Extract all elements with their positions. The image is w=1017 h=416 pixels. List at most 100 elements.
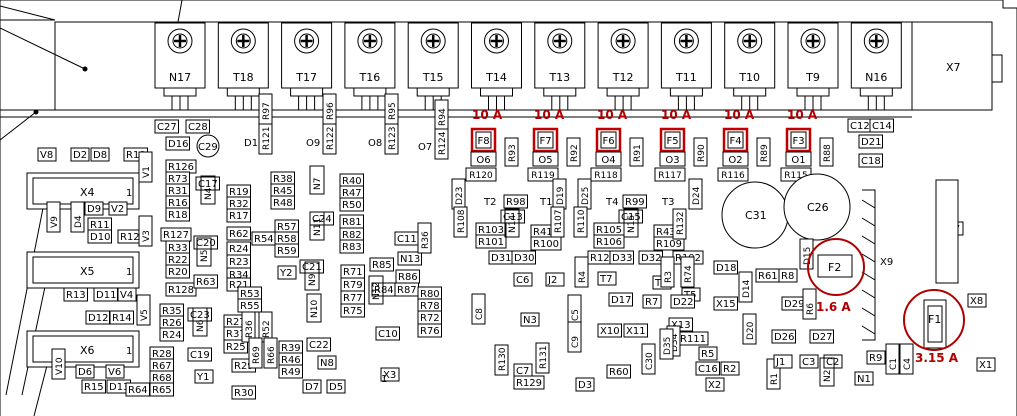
svg-text:R79: R79 bbox=[343, 280, 363, 291]
part-t1: T1 bbox=[539, 197, 552, 208]
part-n9: N9 bbox=[304, 261, 320, 291]
svg-text:X8: X8 bbox=[970, 296, 983, 307]
svg-text:R130: R130 bbox=[498, 347, 508, 371]
svg-text:R75: R75 bbox=[343, 306, 363, 317]
svg-text:C9: C9 bbox=[571, 336, 581, 348]
part-r130: R130 bbox=[494, 344, 509, 376]
part-v10: V10 bbox=[51, 348, 66, 380]
svg-text:V10: V10 bbox=[55, 357, 65, 375]
part-c30: C30 bbox=[641, 343, 656, 375]
part-j1: J1 bbox=[773, 354, 793, 369]
part-r103: R103 bbox=[475, 222, 507, 237]
svg-text:N5: N5 bbox=[200, 250, 210, 262]
heatsink-part-t12: T12 bbox=[597, 22, 649, 110]
svg-text:R108: R108 bbox=[457, 209, 467, 233]
svg-text:R98: R98 bbox=[506, 197, 526, 208]
part-v4: V4 bbox=[117, 287, 137, 302]
part-r66: R66 bbox=[263, 337, 278, 369]
part-r106: R106 bbox=[593, 234, 625, 249]
part-r126: R126 bbox=[165, 159, 197, 174]
svg-text:R132: R132 bbox=[676, 212, 686, 235]
svg-text:R62: R62 bbox=[229, 229, 249, 240]
svg-text:C11: C11 bbox=[397, 234, 417, 245]
heatsink-part-t15: T15 bbox=[407, 22, 459, 110]
part-d27: D27 bbox=[809, 329, 834, 344]
svg-text:R59: R59 bbox=[277, 246, 297, 257]
svg-text:R48: R48 bbox=[273, 198, 293, 209]
fuse-f1: F1 3.15 A bbox=[903, 289, 965, 365]
svg-text:R106: R106 bbox=[596, 237, 622, 248]
opto-label: O5 bbox=[538, 155, 552, 166]
svg-text:V8: V8 bbox=[40, 150, 53, 161]
part-c14: C14 bbox=[869, 118, 894, 133]
svg-text:R24: R24 bbox=[162, 330, 182, 341]
part-r28: R28 bbox=[149, 346, 174, 361]
part-c23: C23 bbox=[187, 307, 212, 322]
part-r33: R33 bbox=[165, 240, 190, 255]
part-r39: R39 bbox=[278, 340, 303, 355]
heatsink-part-label: T15 bbox=[422, 71, 444, 84]
svg-text:R24: R24 bbox=[229, 244, 249, 255]
svg-text:R58: R58 bbox=[277, 234, 297, 245]
part-d5: D5 bbox=[326, 379, 346, 394]
svg-text:D29: D29 bbox=[784, 299, 804, 310]
heatsink-part-label: T11 bbox=[675, 71, 697, 84]
svg-text:C28: C28 bbox=[188, 122, 208, 133]
svg-text:R2: R2 bbox=[723, 364, 736, 375]
part-r7: R7 bbox=[642, 294, 662, 309]
svg-text:D27: D27 bbox=[812, 332, 832, 343]
part-r77: R77 bbox=[340, 290, 365, 305]
part-d29: D29 bbox=[781, 296, 806, 311]
svg-text:R121: R121 bbox=[262, 127, 272, 150]
part-n11: N11 bbox=[309, 211, 325, 241]
part-r75: R75 bbox=[340, 303, 365, 318]
svg-text:C7: C7 bbox=[516, 366, 529, 377]
part-r46: R46 bbox=[278, 352, 303, 367]
part-r72: R72 bbox=[417, 310, 442, 325]
svg-text:C18: C18 bbox=[861, 156, 881, 167]
svg-text:R96: R96 bbox=[326, 102, 336, 120]
svg-text:D16: D16 bbox=[168, 139, 188, 150]
fuse-label: F7 bbox=[539, 136, 551, 147]
svg-text:R11: R11 bbox=[90, 220, 110, 231]
part-c10: C10 bbox=[375, 326, 400, 341]
svg-text:R4: R4 bbox=[578, 271, 588, 283]
svg-text:C20: C20 bbox=[196, 238, 216, 249]
part-d3: D3 bbox=[575, 377, 595, 392]
svg-text:X11: X11 bbox=[626, 326, 646, 337]
svg-text:R6: R6 bbox=[806, 303, 816, 315]
part-n10: N10 bbox=[306, 293, 322, 323]
svg-text:R85: R85 bbox=[372, 260, 392, 271]
part-d21: D21 bbox=[858, 134, 883, 149]
svg-text:D11: D11 bbox=[96, 290, 116, 301]
fuse-rating: 10 A bbox=[787, 108, 818, 122]
svg-text:R81: R81 bbox=[342, 217, 362, 228]
svg-text:X3: X3 bbox=[383, 370, 396, 381]
part-c22: C22 bbox=[306, 337, 331, 352]
part-r54: R54 bbox=[251, 231, 276, 246]
svg-text:O8: O8 bbox=[368, 138, 382, 149]
connector-label: X6 bbox=[80, 344, 95, 357]
svg-text:R26: R26 bbox=[162, 318, 182, 329]
fuse-f1-rating: 3.15 A bbox=[915, 351, 959, 365]
svg-text:C6: C6 bbox=[516, 275, 529, 286]
part-r99: R99 bbox=[622, 194, 647, 209]
part-r55: R55 bbox=[237, 298, 262, 313]
resistor-label: R92 bbox=[570, 144, 580, 162]
part-d4: D4 bbox=[70, 201, 85, 233]
svg-text:C22: C22 bbox=[309, 340, 329, 351]
fuse-f1-highlight bbox=[903, 289, 965, 351]
part-d30: D30 bbox=[511, 250, 536, 265]
part-r24: R24 bbox=[226, 241, 251, 256]
svg-text:R84: R84 bbox=[374, 285, 394, 296]
svg-text:R128: R128 bbox=[168, 285, 194, 296]
fuse-f1-label: F1 bbox=[928, 313, 941, 326]
part-r22: R22 bbox=[165, 252, 190, 267]
svg-text:C30: C30 bbox=[645, 352, 655, 370]
resistor-label: R93 bbox=[508, 144, 518, 162]
resistor-label: R115 bbox=[784, 171, 807, 181]
svg-text:T7: T7 bbox=[599, 274, 612, 285]
svg-text:R105: R105 bbox=[596, 225, 622, 236]
